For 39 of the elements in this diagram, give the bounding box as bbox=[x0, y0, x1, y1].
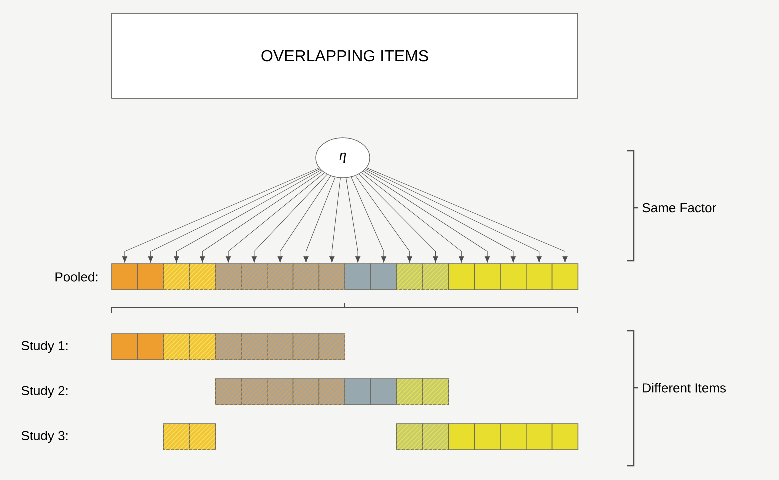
arrow bbox=[362, 172, 464, 263]
arrow bbox=[330, 178, 341, 263]
item-square bbox=[448, 264, 475, 290]
side-label: Different Items bbox=[643, 383, 726, 393]
item-square bbox=[112, 264, 138, 290]
item-square bbox=[138, 334, 164, 360]
arrow bbox=[304, 177, 336, 263]
title-box: OVERLAPPING ITEMS bbox=[112, 13, 578, 99]
item-square bbox=[500, 424, 527, 450]
arrow bbox=[226, 172, 325, 263]
item-square bbox=[344, 378, 372, 406]
arrow bbox=[356, 176, 412, 263]
row-label: Study 2: bbox=[22, 386, 68, 398]
item-square bbox=[370, 264, 398, 290]
item-square bbox=[500, 264, 527, 290]
item-square bbox=[552, 264, 579, 290]
arrow bbox=[174, 170, 322, 263]
arrow bbox=[364, 170, 516, 263]
item-square bbox=[474, 424, 501, 450]
arrow bbox=[358, 174, 438, 263]
row-label: Study 1: bbox=[22, 340, 68, 354]
arrow bbox=[278, 176, 332, 263]
arrow bbox=[252, 174, 328, 263]
item-square bbox=[448, 424, 475, 450]
row-label: Pooled: bbox=[56, 272, 98, 282]
item-square bbox=[344, 264, 372, 290]
row-label: Study 3: bbox=[22, 430, 68, 444]
item-square bbox=[552, 424, 579, 450]
item-square bbox=[370, 378, 398, 406]
arrow bbox=[200, 171, 323, 263]
item-square bbox=[138, 264, 164, 290]
item-square bbox=[474, 264, 501, 290]
item-square bbox=[112, 334, 138, 360]
side-label: Same Factor bbox=[642, 203, 716, 213]
arrow bbox=[363, 171, 490, 263]
arrow bbox=[351, 177, 386, 263]
item-square bbox=[526, 264, 553, 290]
item-square bbox=[526, 424, 553, 450]
arrow bbox=[346, 178, 361, 263]
